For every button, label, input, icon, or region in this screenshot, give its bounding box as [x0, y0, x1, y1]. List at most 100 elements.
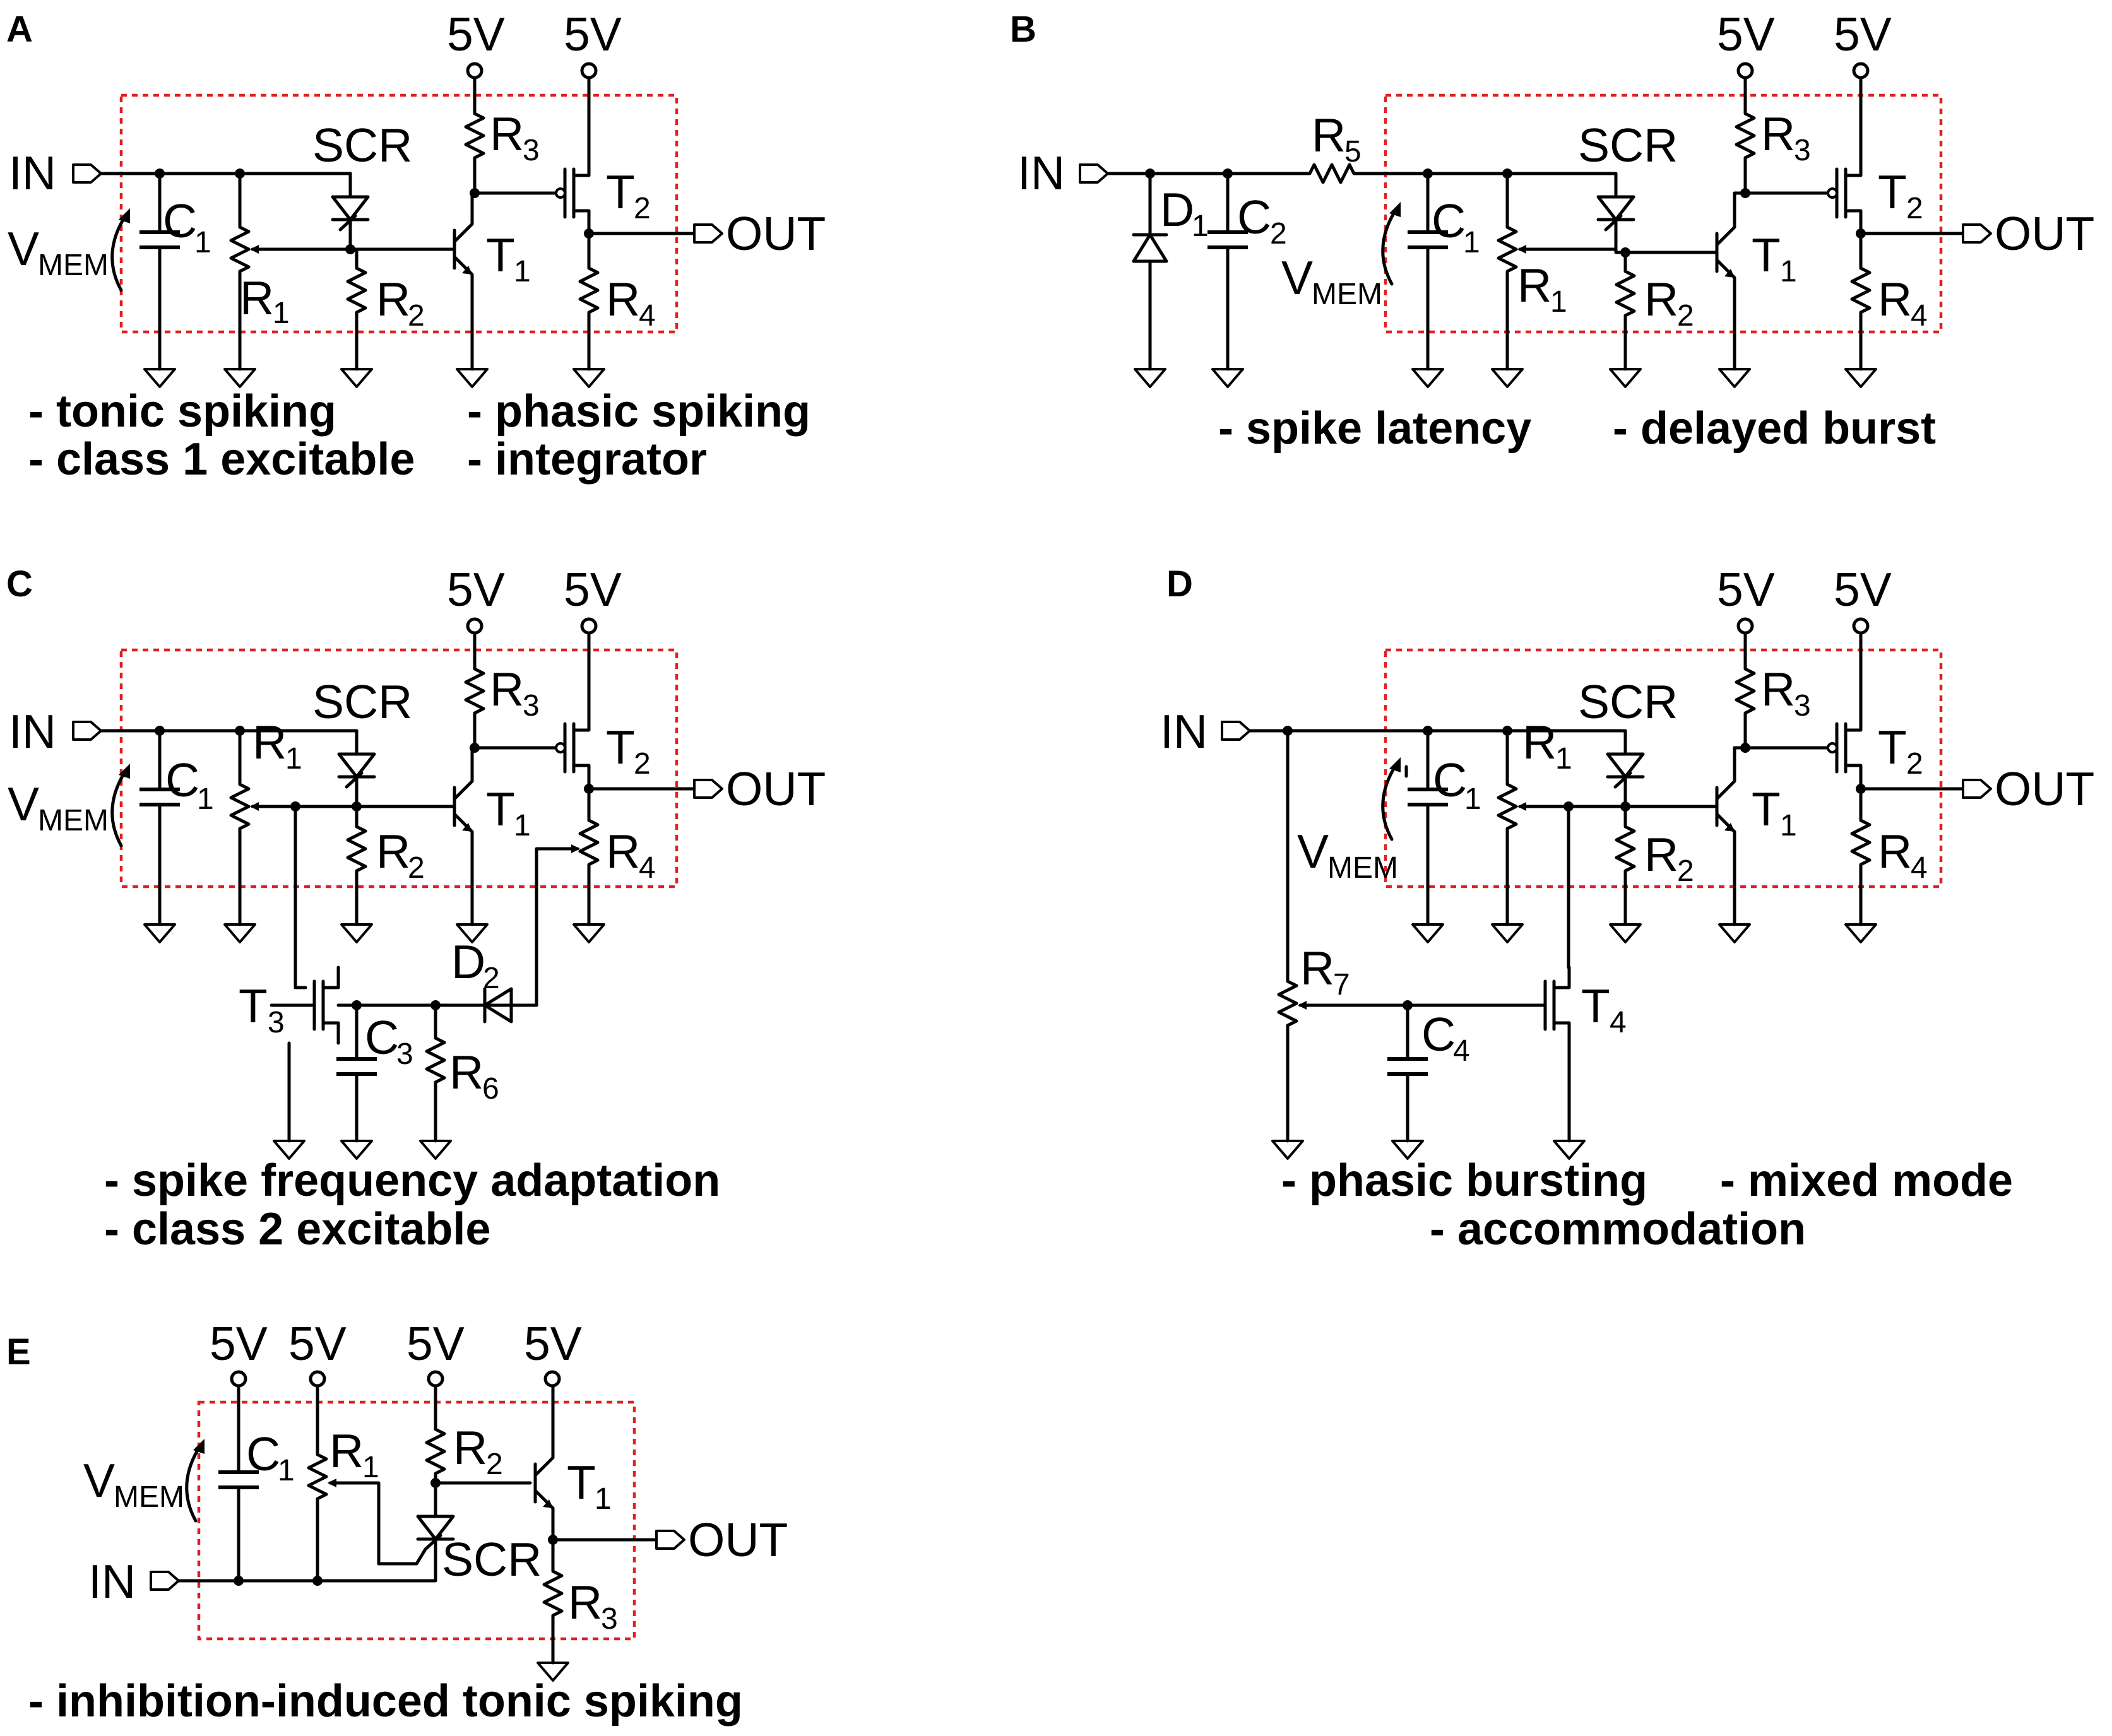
behavior-label: - class 2 excitable — [104, 1204, 490, 1255]
npn-transistor-t1 — [1717, 215, 1735, 290]
panel-d: D IN R 7 C 1 V MEM R 1 SCR R 2 T 1 5V R … — [1160, 563, 2094, 1255]
pmos-transistor-t2 — [556, 710, 589, 786]
resistor-r1 — [231, 775, 249, 838]
resistor-r3 — [1736, 659, 1754, 723]
svg-text:C: C — [1421, 1008, 1456, 1061]
svg-text:2: 2 — [486, 1448, 503, 1481]
ground-icon — [457, 350, 487, 387]
npn-transistor-t1 — [1717, 769, 1735, 844]
ground-icon — [1413, 906, 1443, 942]
nmos-transistor-t3 — [314, 967, 338, 1043]
panel-label-a: A — [6, 9, 33, 50]
svg-text:R: R — [1644, 273, 1678, 326]
svg-text:2: 2 — [634, 747, 651, 781]
svg-text:C: C — [1433, 753, 1467, 806]
svg-text:2: 2 — [483, 962, 500, 995]
svg-text:IN: IN — [1160, 705, 1207, 758]
svg-text:1: 1 — [1780, 809, 1797, 842]
input-label: IN — [1017, 146, 1065, 199]
ground-icon — [225, 906, 255, 942]
svg-text:5V: 5V — [524, 1317, 582, 1370]
input-port-icon — [150, 1571, 180, 1591]
npn-transistor-t1 — [535, 1445, 553, 1521]
resistor-r1 — [309, 1445, 326, 1508]
output-label: OUT — [726, 207, 826, 260]
ground-icon — [1846, 350, 1876, 387]
svg-text:R: R — [490, 663, 524, 716]
ground-icon — [1135, 350, 1165, 387]
ground-icon — [341, 350, 372, 387]
ground-icon — [274, 1122, 304, 1159]
svg-text:2: 2 — [408, 851, 425, 885]
svg-text:R: R — [453, 1421, 487, 1474]
svg-text:R: R — [1517, 259, 1551, 312]
output-label: OUT — [1995, 207, 2094, 260]
cap-label: C — [163, 194, 197, 247]
panel-label-b: B — [1010, 9, 1036, 50]
svg-text:2: 2 — [1906, 192, 1923, 225]
svg-text:R: R — [490, 107, 524, 160]
svg-text:5V: 5V — [210, 1317, 268, 1370]
pmos-transistor-t2 — [556, 155, 589, 231]
resistor-r4 — [580, 259, 598, 322]
svg-text:5V: 5V — [564, 8, 622, 61]
ground-icon — [1213, 350, 1243, 387]
resistor-r3 — [1736, 104, 1754, 167]
svg-text:5V: 5V — [1834, 8, 1892, 61]
svg-text:IN: IN — [9, 705, 56, 758]
diode-d1 — [1134, 235, 1166, 261]
panel-e: E 5V 5V 5V 5V C 1 V MEM R 1 IN R 2 SCR T… — [6, 1317, 788, 1727]
svg-text:R: R — [1644, 828, 1678, 881]
svg-text:2: 2 — [1270, 217, 1287, 251]
ground-icon — [1610, 906, 1640, 942]
svg-text:5V: 5V — [447, 563, 505, 616]
svg-text:MEM: MEM — [38, 804, 109, 837]
svg-text:R: R — [606, 825, 640, 878]
nmos-transistor-t4 — [1545, 967, 1569, 1043]
vmem-label: V — [1281, 251, 1313, 304]
resistor-r7 — [1279, 972, 1296, 1035]
supply-terminal — [468, 64, 482, 78]
ground-icon — [420, 1122, 451, 1159]
svg-text:5V: 5V — [1717, 8, 1775, 61]
ground-icon — [225, 350, 255, 387]
vmem-label: V — [8, 222, 39, 275]
output-port-icon — [1962, 779, 1992, 799]
svg-text:1: 1 — [1464, 782, 1481, 816]
supply-terminal — [468, 619, 482, 633]
ground-icon — [1719, 350, 1750, 387]
svg-text:4: 4 — [639, 299, 656, 333]
svg-text:V: V — [8, 777, 39, 830]
supply-terminal — [311, 1372, 324, 1386]
svg-text:R: R — [606, 273, 640, 326]
supply-terminal — [1854, 64, 1868, 78]
svg-text:IN: IN — [88, 1555, 136, 1608]
svg-text:V: V — [1297, 825, 1329, 878]
behavior-label: - phasic bursting — [1281, 1155, 1647, 1206]
svg-text:T: T — [567, 1456, 596, 1509]
resistor-r3 — [544, 1562, 562, 1625]
svg-text:1: 1 — [1780, 255, 1797, 288]
scr-label: SCR — [1578, 119, 1678, 172]
svg-text:R: R — [1312, 109, 1346, 162]
input-label: IN — [9, 146, 56, 199]
resistor-r1 — [1498, 218, 1516, 281]
svg-text:3: 3 — [1794, 689, 1811, 723]
input-port-icon — [72, 163, 102, 184]
svg-text:T: T — [1752, 782, 1781, 836]
supply-terminal — [1738, 64, 1752, 78]
pmos-transistor-t2 — [1828, 155, 1861, 231]
supply-terminal — [582, 619, 596, 633]
svg-text:C: C — [165, 753, 199, 806]
svg-text:D: D — [451, 935, 485, 988]
svg-text:1: 1 — [514, 809, 531, 842]
svg-text:6: 6 — [482, 1072, 499, 1106]
svg-text:C: C — [365, 1011, 399, 1064]
output-port-icon — [693, 223, 723, 244]
svg-text:T: T — [1878, 721, 1907, 774]
svg-text:3: 3 — [523, 134, 540, 167]
panel-label-e: E — [6, 1332, 31, 1373]
svg-text:R: R — [240, 271, 274, 324]
behavior-label: - phasic spiking — [467, 386, 810, 437]
svg-text:R: R — [329, 1424, 364, 1477]
